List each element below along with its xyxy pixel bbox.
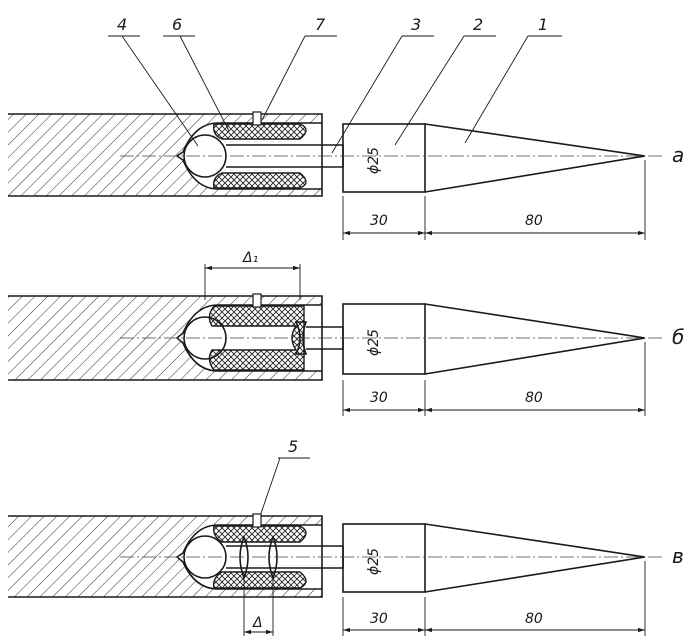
cone-tip-c <box>424 523 646 593</box>
view-label-b: б <box>672 325 684 349</box>
holder-body-hatch <box>8 114 322 196</box>
gap-label-b: Δ₁ <box>242 250 258 266</box>
elastic-bushing-c-bottom <box>212 571 307 589</box>
view-c: 5 ϕ25 Δ 30 80 в <box>8 437 684 636</box>
spacer-2 <box>268 534 278 581</box>
diameter-label-a: ϕ25 <box>366 147 382 174</box>
callout-3: 3 <box>411 15 421 34</box>
diameter-label-b: ϕ25 <box>366 329 382 356</box>
dim-80-b: 80 <box>525 390 543 406</box>
spacer-1 <box>239 534 249 581</box>
dim-80-a: 80 <box>525 213 543 229</box>
cylinder-b <box>342 303 426 375</box>
gap-label-c: Δ <box>252 615 263 631</box>
callout-6: 6 <box>172 15 182 34</box>
cylinder-c <box>342 523 426 593</box>
elastic-bushing-bottom <box>212 172 307 189</box>
vent-hole <box>252 111 262 126</box>
view-b: ϕ25 Δ₁ 30 80 б <box>8 250 684 416</box>
callout-4: 4 <box>117 15 127 34</box>
diameter-label-c: ϕ25 <box>366 548 382 575</box>
dim-30-c: 30 <box>370 611 388 627</box>
cone-tip-b <box>424 303 646 375</box>
callout-2: 2 <box>473 15 483 34</box>
cylinder <box>342 123 426 193</box>
callout-5: 5 <box>288 437 298 456</box>
elastic-bushing-c-top <box>212 525 307 543</box>
view-label-c: в <box>672 544 684 568</box>
dim-30-a: 30 <box>370 213 388 229</box>
dim-80-c: 80 <box>525 611 543 627</box>
view-a: ϕ25 30 80 а <box>8 111 684 240</box>
view-label-a: а <box>672 143 684 167</box>
dim-30-b: 30 <box>370 390 388 406</box>
elastic-bushing-top <box>212 123 307 140</box>
cone-tip <box>424 123 646 193</box>
callout-7: 7 <box>315 15 326 34</box>
callout-1: 1 <box>538 15 548 34</box>
